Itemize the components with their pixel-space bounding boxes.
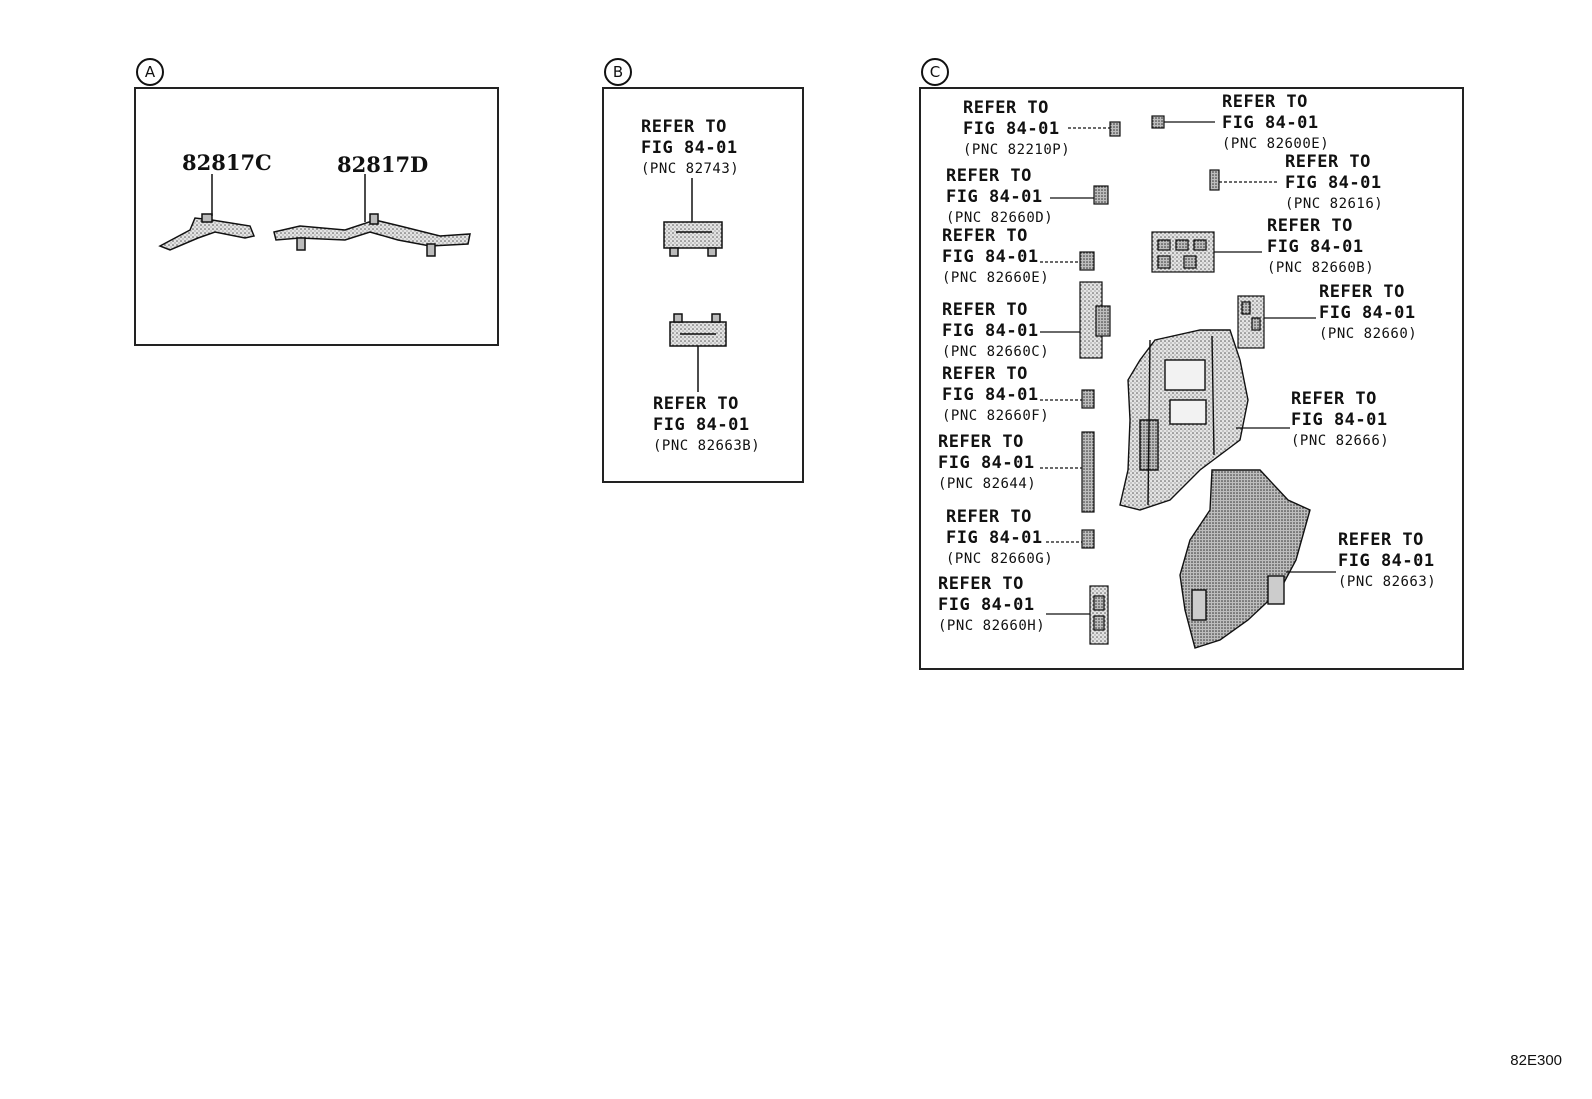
pnc-number: (PNC 82600E) <box>1222 136 1330 152</box>
refer-label-82616: REFER TO FIG 84-01 (PNC 82616) <box>1285 152 1383 215</box>
relay-82660h <box>1089 585 1109 645</box>
refer-label-82743: REFER TO FIG 84-01 (PNC 82743) <box>641 117 739 180</box>
refer-line1: REFER TO <box>1267 216 1353 236</box>
refer-label-82644: REFER TO FIG 84-01 (PNC 82644) <box>938 432 1036 495</box>
refer-line2: FIG 84-01 <box>938 595 1035 615</box>
refer-line2: FIG 84-01 <box>653 415 750 435</box>
refer-label-82660e: REFER TO FIG 84-01 (PNC 82660E) <box>942 226 1049 289</box>
pnc-number: (PNC 82660F) <box>942 408 1050 424</box>
pnc-number: (PNC 82666) <box>1291 433 1390 449</box>
refer-label-82663: REFER TO FIG 84-01 (PNC 82663) <box>1338 530 1436 593</box>
relay-82660d <box>1093 185 1109 205</box>
part-number-82817d: 82817D <box>337 152 429 177</box>
refer-line2: FIG 84-01 <box>938 453 1035 473</box>
pnc-number: (PNC 82663B) <box>653 438 761 454</box>
pnc-number: (PNC 82660D) <box>946 210 1054 226</box>
pnc-number: (PNC 82743) <box>641 161 740 177</box>
refer-line1: REFER TO <box>942 364 1028 384</box>
refer-label-82660: REFER TO FIG 84-01 (PNC 82660) <box>1319 282 1417 345</box>
refer-label-82660d: REFER TO FIG 84-01 (PNC 82660D) <box>946 166 1053 229</box>
relay-82660e <box>1079 251 1095 271</box>
pnc-number: (PNC 82660) <box>1319 326 1418 342</box>
refer-line2: FIG 84-01 <box>946 187 1043 207</box>
relay-box-82666 <box>1119 329 1249 511</box>
refer-line2: FIG 84-01 <box>942 385 1039 405</box>
section-panel-a <box>134 87 499 346</box>
refer-label-82660c: REFER TO FIG 84-01 (PNC 82660C) <box>942 300 1049 363</box>
refer-line1: REFER TO <box>1222 92 1308 112</box>
refer-line1: REFER TO <box>641 117 727 137</box>
wire-harness-clamp-82817c <box>158 213 256 251</box>
refer-line1: REFER TO <box>942 226 1028 246</box>
refer-line2: FIG 84-01 <box>1291 410 1388 430</box>
refer-line2: FIG 84-01 <box>1285 173 1382 193</box>
refer-line1: REFER TO <box>653 394 739 414</box>
wire-harness-clamp-82817d <box>273 213 471 257</box>
refer-label-82210p: REFER TO FIG 84-01 (PNC 82210P) <box>963 98 1070 161</box>
pnc-number: (PNC 82660H) <box>938 618 1046 634</box>
relay-82210p <box>1109 121 1121 137</box>
pnc-number: (PNC 82644) <box>938 476 1037 492</box>
refer-label-82660b: REFER TO FIG 84-01 (PNC 82660B) <box>1267 216 1374 279</box>
refer-line2: FIG 84-01 <box>1267 237 1364 257</box>
refer-line2: FIG 84-01 <box>963 119 1060 139</box>
refer-line1: REFER TO <box>1285 152 1371 172</box>
pnc-number: (PNC 82660E) <box>942 270 1050 286</box>
relay-82660f <box>1081 389 1095 409</box>
refer-line2: FIG 84-01 <box>946 528 1043 548</box>
section-panel-c <box>919 87 1464 670</box>
pnc-number: (PNC 82663) <box>1338 574 1437 590</box>
pnc-number: (PNC 82616) <box>1285 196 1384 212</box>
refer-line1: REFER TO <box>1319 282 1405 302</box>
section-marker-c: C <box>921 58 949 86</box>
illustration-code: 82E300 <box>1510 1052 1562 1069</box>
relay-strip-82644 <box>1081 431 1095 513</box>
refer-label-82660f: REFER TO FIG 84-01 (PNC 82660F) <box>942 364 1049 427</box>
refer-line2: FIG 84-01 <box>641 138 738 158</box>
relay-block-82660 <box>1237 295 1265 349</box>
refer-line1: REFER TO <box>946 507 1032 527</box>
refer-label-82663b: REFER TO FIG 84-01 (PNC 82663B) <box>653 394 760 457</box>
refer-line1: REFER TO <box>942 300 1028 320</box>
section-panel-b <box>602 87 804 483</box>
refer-label-82660h: REFER TO FIG 84-01 (PNC 82660H) <box>938 574 1045 637</box>
connector-82743 <box>663 221 723 257</box>
pnc-number: (PNC 82660B) <box>1267 260 1375 276</box>
pnc-number: (PNC 82660G) <box>946 551 1054 567</box>
refer-line2: FIG 84-01 <box>942 247 1039 267</box>
refer-line2: FIG 84-01 <box>1338 551 1435 571</box>
relay-82660c <box>1079 281 1111 359</box>
relay-box-cover-82663 <box>1179 469 1311 649</box>
refer-label-82666: REFER TO FIG 84-01 (PNC 82666) <box>1291 389 1389 452</box>
fuse-82616 <box>1209 169 1220 191</box>
pnc-number: (PNC 82210P) <box>963 142 1071 158</box>
refer-line1: REFER TO <box>938 432 1024 452</box>
refer-label-82660g: REFER TO FIG 84-01 (PNC 82660G) <box>946 507 1053 570</box>
section-marker-b: B <box>604 58 632 86</box>
refer-line1: REFER TO <box>963 98 1049 118</box>
refer-line2: FIG 84-01 <box>1222 113 1319 133</box>
refer-line1: REFER TO <box>1291 389 1377 409</box>
refer-line2: FIG 84-01 <box>1319 303 1416 323</box>
refer-line1: REFER TO <box>1338 530 1424 550</box>
relay-82660g <box>1081 529 1095 549</box>
refer-line1: REFER TO <box>946 166 1032 186</box>
part-number-82817c: 82817C <box>182 150 272 175</box>
refer-line2: FIG 84-01 <box>942 321 1039 341</box>
refer-label-82600e: REFER TO FIG 84-01 (PNC 82600E) <box>1222 92 1329 155</box>
pnc-number: (PNC 82660C) <box>942 344 1050 360</box>
connector-82663b <box>669 313 727 347</box>
section-marker-a: A <box>136 58 164 86</box>
relay-block-82660b <box>1151 231 1215 273</box>
refer-line1: REFER TO <box>938 574 1024 594</box>
